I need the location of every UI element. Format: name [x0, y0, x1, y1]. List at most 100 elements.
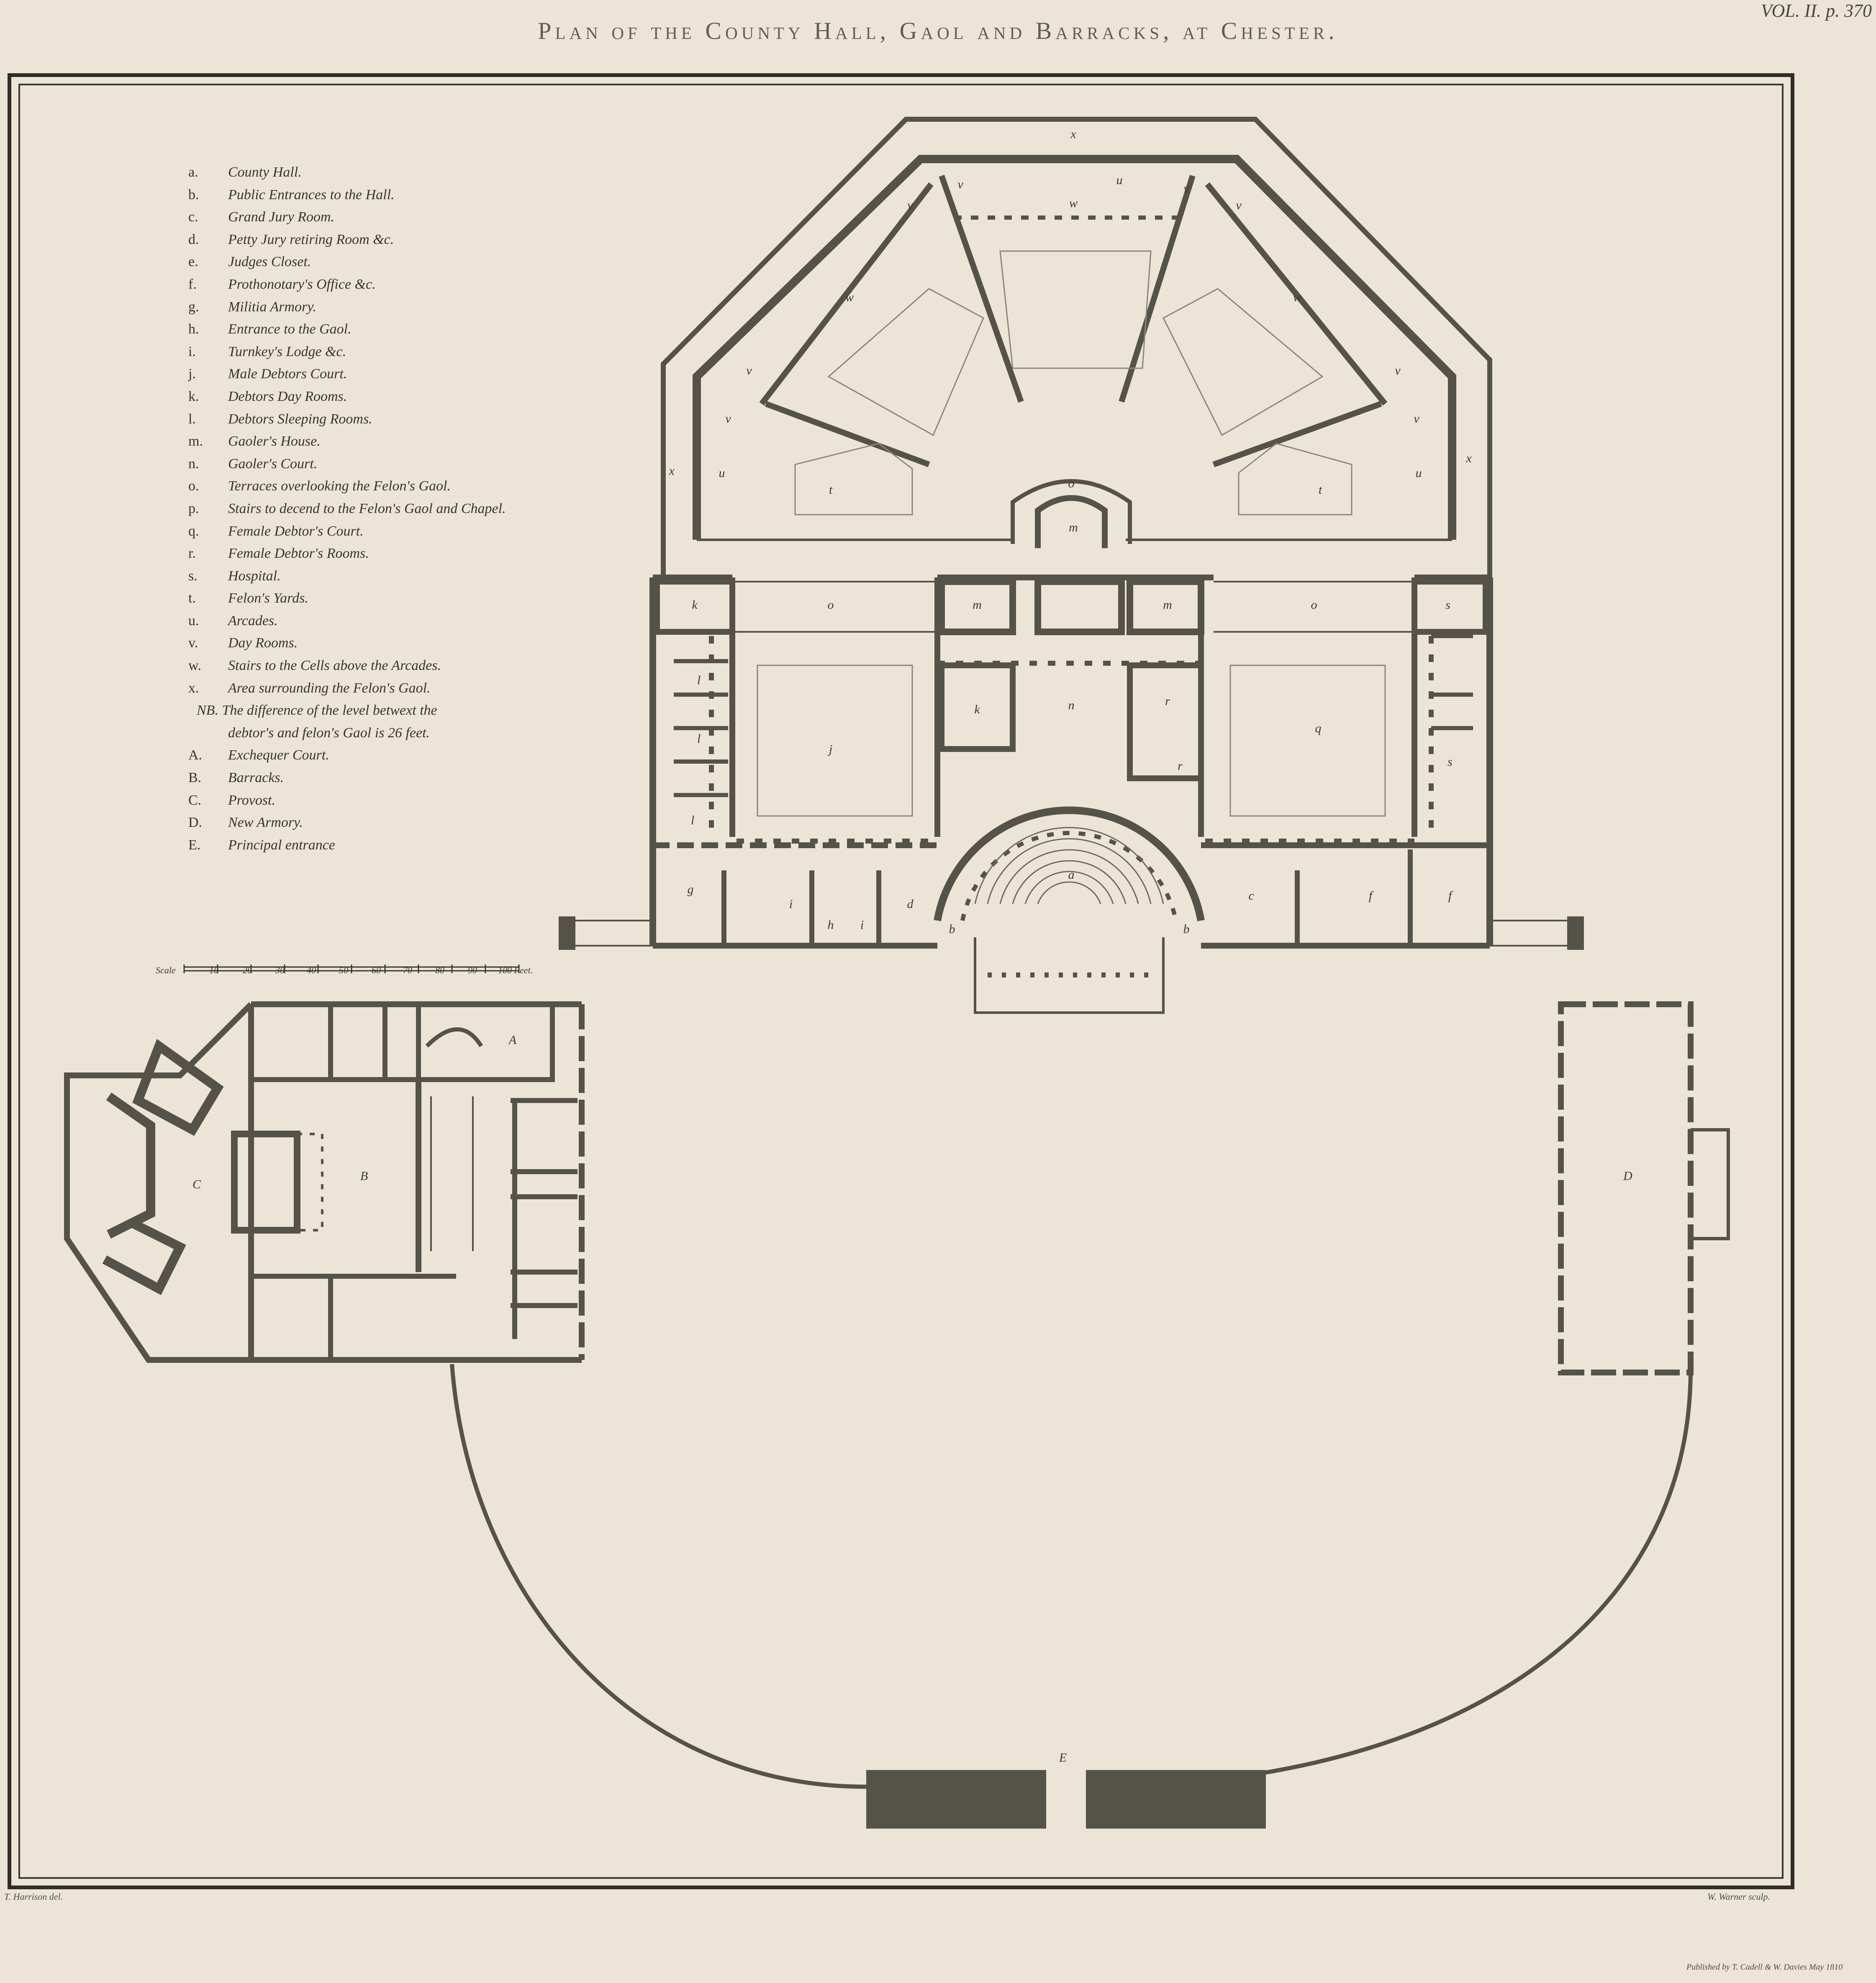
yard-outline-t-right: [1238, 443, 1352, 516]
label-g: g: [688, 882, 694, 896]
barracks-rooms-bottom: [251, 1274, 456, 1360]
draughtsman-credit: T. Harrison del.: [4, 1891, 63, 1902]
label-x-right: x: [1465, 451, 1472, 465]
legend-key: C.: [188, 792, 202, 808]
legend-key: h.: [188, 321, 199, 337]
day-room-k-center: [939, 662, 1016, 752]
new-armory: [1558, 1001, 1694, 1375]
label-q: q: [1315, 721, 1322, 735]
legend-item: q.Female Debtor's Court.: [188, 520, 649, 543]
label-k-center: k: [974, 703, 980, 716]
legend-item: l.Debtors Sleeping Rooms.: [188, 408, 649, 431]
legend-key: l.: [188, 411, 196, 427]
scale-tick-10: 10: [209, 965, 218, 975]
radial-wall-right: [1205, 182, 1388, 406]
scale-tick-20: 20: [243, 965, 252, 975]
legend-key: a.: [188, 164, 198, 180]
provost-lower: [102, 1218, 186, 1295]
room-r: [1127, 662, 1204, 781]
label-w-left: w: [845, 290, 854, 304]
yard-outline-top: [999, 250, 1152, 369]
terrace-line-right: [1214, 581, 1414, 633]
legend-key: c.: [188, 209, 198, 225]
legend-item: C. Provost.: [188, 789, 649, 812]
legend-key: r.: [188, 546, 196, 562]
legend-text: Provost.: [228, 792, 276, 808]
legend-text: Gaoler's Court.: [228, 456, 318, 472]
legend-key: m.: [188, 434, 203, 449]
legend-item: b.Public Entrances to the Hall.: [188, 184, 649, 206]
west-gate-pier: [559, 916, 575, 950]
legend-item: w.Stairs to the Cells above the Arcades.: [188, 654, 649, 677]
legend-key: s.: [188, 568, 198, 584]
label-b-1: b: [949, 922, 955, 936]
label-v-6: v: [725, 412, 731, 426]
legend-text: Judges Closet.: [228, 254, 311, 270]
legend-note-line-2: debtor's and felon's Gaol is 26 feet.: [228, 725, 430, 741]
legend-text: Grand Jury Room.: [228, 209, 335, 225]
label-u-top: u: [1116, 173, 1123, 187]
scale-tick-90: 90: [468, 965, 477, 975]
legend-key: b.: [188, 187, 199, 203]
room-s-top: [1411, 579, 1488, 635]
legend-item: D.New Armory.: [188, 811, 649, 834]
label-u-left: u: [719, 466, 725, 480]
legend-text: Prothonotary's Office &c.: [228, 276, 376, 292]
legend-text: Turnkey's Lodge &c.: [228, 344, 346, 359]
legend-text: Arcades.: [228, 613, 278, 629]
label-m-top: m: [1069, 521, 1078, 534]
principal-entrance-arc: [450, 1364, 1693, 1789]
legend-key: A.: [188, 747, 203, 763]
legend-key: d.: [188, 231, 199, 247]
label-w-top: w: [1069, 196, 1078, 210]
plan-title: Plan of the County Hall, Gaol and Barrac…: [538, 17, 1338, 44]
label-f-1: f: [1369, 889, 1374, 903]
legend-key: n.: [188, 456, 199, 472]
yard-outline-t-left: [794, 443, 913, 516]
legend-text: County Hall.: [228, 164, 302, 180]
legend-key: E.: [188, 837, 201, 853]
legend-text: New Armory.: [228, 815, 303, 831]
label-v-4: v: [1236, 198, 1242, 212]
scale-tick-70: 70: [403, 965, 412, 975]
label-t-right: t: [1319, 483, 1322, 497]
seating-row-1: [974, 827, 1164, 904]
legend-key: q.: [188, 523, 199, 539]
legend-key: w.: [188, 658, 201, 674]
seating-row-3: [999, 849, 1139, 904]
label-r-1: r: [1165, 694, 1170, 708]
legend-text: Exchequer Court.: [228, 747, 329, 763]
chapel-apse: [1011, 479, 1132, 544]
legend-key: i.: [188, 344, 196, 359]
radial-wall-left: [759, 182, 934, 406]
legend-text: Debtors Day Rooms.: [228, 388, 347, 404]
legend-item: g.Militia Armory.: [188, 296, 649, 318]
new-armory-stair: [1691, 1128, 1730, 1240]
outer-border: [8, 73, 1794, 1889]
label-A: A: [508, 1033, 517, 1047]
label-v-5: v: [746, 364, 752, 377]
gaoler-house-center: [1034, 578, 1125, 635]
legend-key: e.: [188, 254, 198, 270]
legend-text: Entrance to the Gaol.: [228, 321, 352, 337]
legend-item: p.Stairs to decend to the Felon's Gaol a…: [188, 498, 649, 520]
barracks-court-colonnade: [297, 1133, 323, 1231]
legend-key: o.: [188, 478, 199, 494]
legend-key: j.: [188, 366, 196, 382]
radial-wall-center-right: [1119, 174, 1196, 403]
legend-text: Area surrounding the Felon's Gaol.: [228, 680, 431, 696]
legend-text: Female Debtor's Rooms.: [228, 546, 369, 562]
male-debtors-court-outline: [757, 664, 913, 817]
east-gate-pier: [1567, 916, 1584, 950]
scale-bar-ticks: [183, 965, 520, 973]
label-x-left: x: [668, 464, 675, 478]
legend-text: Hospital.: [228, 568, 281, 584]
label-o-right: o: [1311, 598, 1317, 612]
terrace-line-left: [732, 581, 937, 633]
label-D: D: [1623, 1169, 1632, 1183]
legend-text: Male Debtors Court.: [228, 366, 347, 382]
legend-text: Principal entrance: [228, 837, 335, 853]
legend-key: u.: [188, 613, 199, 629]
legend-key: x.: [188, 680, 199, 696]
